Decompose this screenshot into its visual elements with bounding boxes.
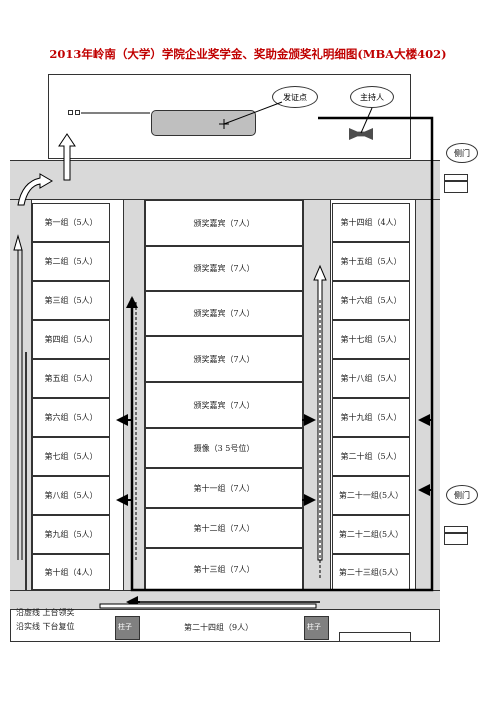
curve-arrow [17, 173, 53, 206]
right-group-cell: 第十九组（5人） [332, 398, 410, 437]
side-door-bubble: 侧门 [446, 143, 478, 163]
exit-route [130, 116, 434, 592]
center-cell: 摄像（3 5号位） [145, 428, 303, 468]
podium-icon [349, 128, 373, 140]
right-group-cell: 第十四组（4人） [332, 203, 410, 242]
left-group-cell: 第二组（5人） [32, 242, 110, 281]
stage-area [48, 74, 411, 159]
side-door-bubble: 侧门 [446, 485, 478, 505]
start-marker [68, 110, 73, 115]
bottom-group-box [140, 616, 304, 640]
left-group-cell: 第五组（5人） [32, 359, 110, 398]
right-group-cell: 第二十一组(5人） [332, 476, 410, 515]
pillar-label: 柱子 [307, 623, 321, 631]
center-cell: 颁奖嘉宾（7人） [145, 336, 303, 382]
right-group-cell: 第二十组（5人） [332, 437, 410, 476]
award-staff-bubble: 发证点 [272, 86, 318, 108]
side-door-icon [444, 526, 468, 545]
page-title: 2013年岭南（大学）学院企业奖学金、奖助金颁奖礼明细图(MBA大楼402) [49, 47, 447, 61]
left-group-cell: 第七组（5人） [32, 437, 110, 476]
center-cell: 颁奖嘉宾（7人） [145, 200, 303, 246]
side-door-label: 侧门 [454, 148, 470, 158]
up-arrow-left [13, 234, 23, 560]
right-aisle [415, 200, 440, 590]
bottom-return-arrow [99, 603, 317, 609]
host-bubble: 主持人 [350, 86, 394, 108]
left-group-cell: 第三组（5人） [32, 281, 110, 320]
right-group-cell: 第十五组（5人） [332, 242, 410, 281]
award-staff-label: 发证点 [283, 92, 307, 102]
start-marker [75, 110, 80, 115]
top-aisle [10, 160, 440, 200]
center-cell: 第十一组（7人） [145, 468, 303, 508]
left-group-cell: 第十组（4人） [32, 554, 110, 590]
bottom-group-label: 第二十四组（9人） [184, 623, 254, 632]
center-cell: 第十三组（7人） [145, 548, 303, 590]
left-group-cell: 第九组（5人） [32, 515, 110, 554]
pillar [304, 616, 329, 640]
award-pointer [223, 101, 283, 125]
award-table [151, 110, 256, 136]
left-group-cell: 第一组（5人） [32, 203, 110, 242]
center-cell: 颁奖嘉宾（7人） [145, 291, 303, 336]
up-arrow-stage [58, 133, 76, 181]
right-group-cell: 第十七组（5人） [332, 320, 410, 359]
left-group-cell: 第八组（5人） [32, 476, 110, 515]
host-label: 主持人 [360, 92, 384, 102]
left-group-cell: 第六组（5人） [32, 398, 110, 437]
right-group-cell: 第二十三组(5人） [332, 554, 410, 590]
right-group-cell: 第十六组（5人） [332, 281, 410, 320]
legend-solid: 沿实线 下台复位 [16, 622, 75, 631]
center-cell: 第十二组（7人） [145, 508, 303, 548]
side-door-label: 侧门 [454, 490, 470, 500]
left-group-cell: 第四组（5人） [32, 320, 110, 359]
pillar-label: 柱子 [118, 623, 132, 631]
right-group-cell: 第二十二组(5人） [332, 515, 410, 554]
bottom-right-box [339, 632, 411, 642]
host-pointer [360, 107, 373, 134]
center-cell: 颁奖嘉宾（7人） [145, 246, 303, 291]
center-cell: 颁奖嘉宾（7人） [145, 382, 303, 428]
side-door-icon [444, 174, 468, 193]
right-group-cell: 第十八组（5人） [332, 359, 410, 398]
pillar [115, 616, 140, 640]
legend-dashed: 沿虚线 上台领奖 [16, 608, 75, 617]
center-right-aisle [303, 200, 331, 590]
